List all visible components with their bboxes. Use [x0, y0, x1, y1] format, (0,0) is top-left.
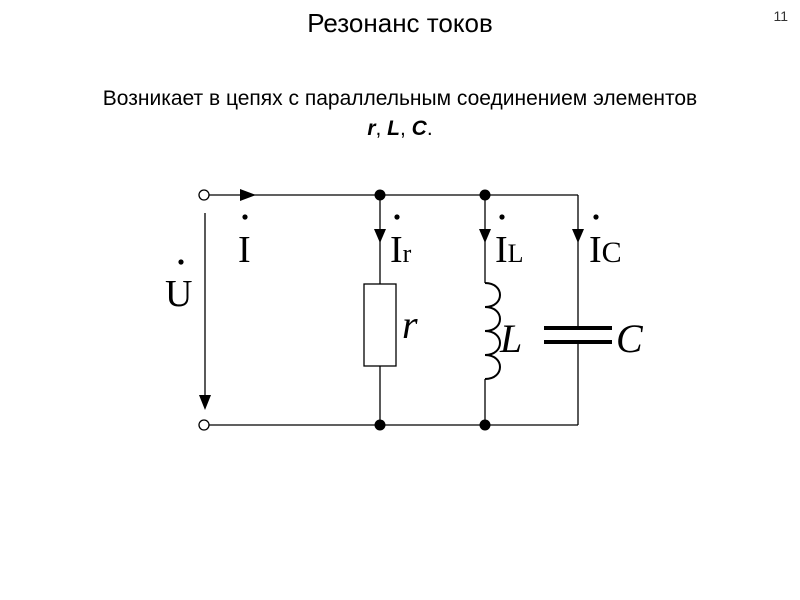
current-r-subscript: r [403, 239, 412, 268]
inductor-label: L [499, 316, 522, 361]
phasor-dot [499, 214, 505, 220]
element-period: . [426, 117, 433, 140]
junction-dot [374, 419, 386, 431]
current-C-main: I [589, 229, 602, 271]
element-L: L [387, 117, 400, 140]
input-terminal-top [198, 189, 210, 201]
subtitle: Возникает в цепях с параллельным соедине… [0, 84, 800, 144]
current-L-arrowhead [479, 229, 491, 243]
current-r-arrowhead [374, 229, 386, 243]
phasor-dot [593, 214, 599, 220]
phasor-dot [178, 259, 184, 265]
element-C: C [411, 117, 427, 140]
current-r-main: I [390, 229, 403, 271]
element-r: r [367, 117, 376, 140]
current-L-main: I [495, 229, 508, 271]
junction-dot [479, 419, 491, 431]
phasor-dot [242, 214, 248, 220]
junction-dot [374, 189, 386, 201]
element-separator: , [375, 117, 388, 140]
voltage-label: U [165, 273, 192, 315]
phasor-dot [394, 214, 400, 220]
elements-line: r, L, C. [0, 114, 800, 144]
slide-number: 11 [773, 8, 788, 24]
current-C-subscript: C [602, 236, 622, 269]
element-separator: , [400, 117, 412, 140]
total-current-arrowhead [240, 189, 256, 201]
input-terminal-bottom [198, 419, 210, 431]
current-L-subscript: L [508, 239, 524, 268]
current-r-label: Ir [390, 229, 412, 271]
total-current-label: I [238, 229, 251, 271]
current-C-label: IC [589, 229, 622, 271]
subtitle-line: Возникает в цепях с параллельным соедине… [102, 87, 698, 110]
slide-title: Резонанс токов [307, 8, 493, 38]
resistor-label: r [402, 302, 418, 347]
inductor-coil [484, 282, 501, 380]
junction-dot [479, 189, 491, 201]
voltage-arrowhead [199, 395, 211, 410]
capacitor-label: C [616, 316, 644, 361]
current-C-arrowhead [572, 229, 584, 243]
resistor [363, 283, 397, 367]
current-L-label: IL [495, 229, 524, 271]
